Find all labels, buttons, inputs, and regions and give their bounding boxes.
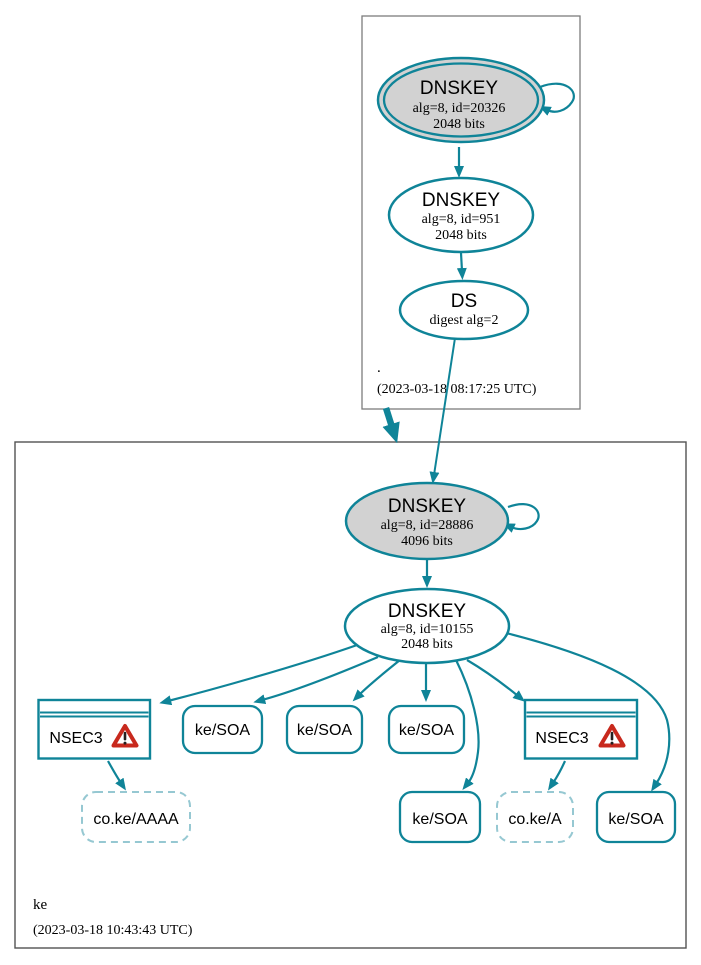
root-zone-timestamp: (2023-03-18 08:17:25 UTC) [377,382,537,397]
node-nsec3-right: NSEC3 [523,698,639,760]
ke-soa-5-rect [595,790,677,844]
node-root-zsk-dnskey: DNSKEY alg=8, id=951 2048 bits [387,176,535,254]
nsec3-left-label: NSEC3 [49,730,102,747]
coke-aaaa-label: co.ke/AAAA [93,811,179,828]
ke-zsk-detail2: 2048 bits [401,637,453,652]
ke-soa-2-rect [285,704,364,755]
warning-exclamation-dot [123,741,127,745]
ke-ksk-self-sign-loop-arrow [502,503,540,533]
edge-zsk-to-nsec3-left [159,642,361,706]
root-ksk-outer-ellipse [376,56,546,144]
edge-zsk-to-soa1 [253,655,379,705]
edge-nsec3-right-to-coke-a [548,760,567,791]
node-ke-ksk-dnskey: DNSKEY alg=8, id=28886 4096 bits [344,481,510,561]
ke-zone-label: ke [33,897,48,913]
warning-icon [111,724,139,748]
root-ksk-detail1: alg=8, id=20326 [413,101,506,116]
root-ksk-title: DNSKEY [420,78,498,99]
node-ke-soa-2: ke/SOA [285,704,364,755]
coke-a-label: co.ke/A [508,811,562,828]
ke-ksk-title: DNSKEY [388,496,466,517]
root-zsk-title: DNSKEY [422,190,500,211]
node-root-ksk-dnskey: DNSKEY alg=8, id=20326 2048 bits [376,56,546,144]
root-ksk-inner-ellipse [382,62,540,138]
node-ke-soa-3: ke/SOA [387,704,466,755]
ke-soa-1-rect [181,704,264,755]
ke-soa-3-rect [387,704,466,755]
ke-ksk-ellipse [344,481,510,561]
node-coke-a: co.ke/A [496,791,574,843]
root-zsk-ellipse [387,176,535,254]
nsec3-right-label: NSEC3 [535,730,588,747]
edge-root-zsk-to-ds [456,252,467,280]
root-ds-detail1: digest alg=2 [430,313,499,328]
edge-zsk-to-soa4 [455,659,480,791]
edge-zsk-to-soa5 [505,631,671,792]
edge-ds-to-ke-ksk [429,337,456,484]
root-zsk-detail2: 2048 bits [435,228,487,243]
ke-ksk-detail1: alg=8, id=28886 [381,518,474,533]
coke-aaaa-rect [81,791,191,843]
coke-a-rect [496,791,574,843]
ke-soa-1-label: ke/SOA [195,722,250,739]
node-ke-zsk-dnskey: DNSKEY alg=8, id=10155 2048 bits [343,587,511,665]
edge-zsk-to-soa2 [352,659,401,702]
warning-exclamation-dot [610,741,614,745]
ke-zsk-detail1: alg=8, id=10155 [381,622,474,637]
ke-soa-2-label: ke/SOA [297,722,352,739]
node-ke-soa-4: ke/SOA [398,790,482,844]
root-ksk-detail2: 2048 bits [433,117,485,132]
ke-ksk-detail2: 4096 bits [401,534,453,549]
nsec3-left-rect [37,698,152,760]
node-ke-soa-1: ke/SOA [181,704,264,755]
edge-nsec3-left-to-coke-aaaa [107,760,126,791]
ke-soa-3-label: ke/SOA [399,722,454,739]
delegation-arrow-root-to-ke [382,407,400,444]
node-ke-soa-5: ke/SOA [595,790,677,844]
ke-zsk-title: DNSKEY [388,601,466,622]
nsec3-right-rect [523,698,639,760]
node-nsec3-left: NSEC3 [37,698,152,760]
ke-zone-timestamp: (2023-03-18 10:43:43 UTC) [33,923,193,938]
ke-soa-4-rect [398,790,482,844]
edge-zsk-to-nsec3-right [466,659,525,702]
root-zsk-detail1: alg=8, id=951 [422,212,501,227]
node-root-ds: DS digest alg=2 [398,279,530,341]
ke-soa-5-label: ke/SOA [608,811,663,828]
ke-soa-4-label: ke/SOA [412,811,467,828]
warning-icon [598,724,626,748]
root-ksk-self-sign-loop-arrow [538,82,575,116]
ke-zone-box: ke (2023-03-18 10:43:43 UTC) [14,441,687,949]
node-coke-aaaa: co.ke/AAAA [81,791,191,843]
root-ds-ellipse [398,279,530,341]
root-ds-title: DS [451,291,477,312]
ke-zsk-ellipse [343,587,511,665]
root-zone-label: . [377,360,381,376]
